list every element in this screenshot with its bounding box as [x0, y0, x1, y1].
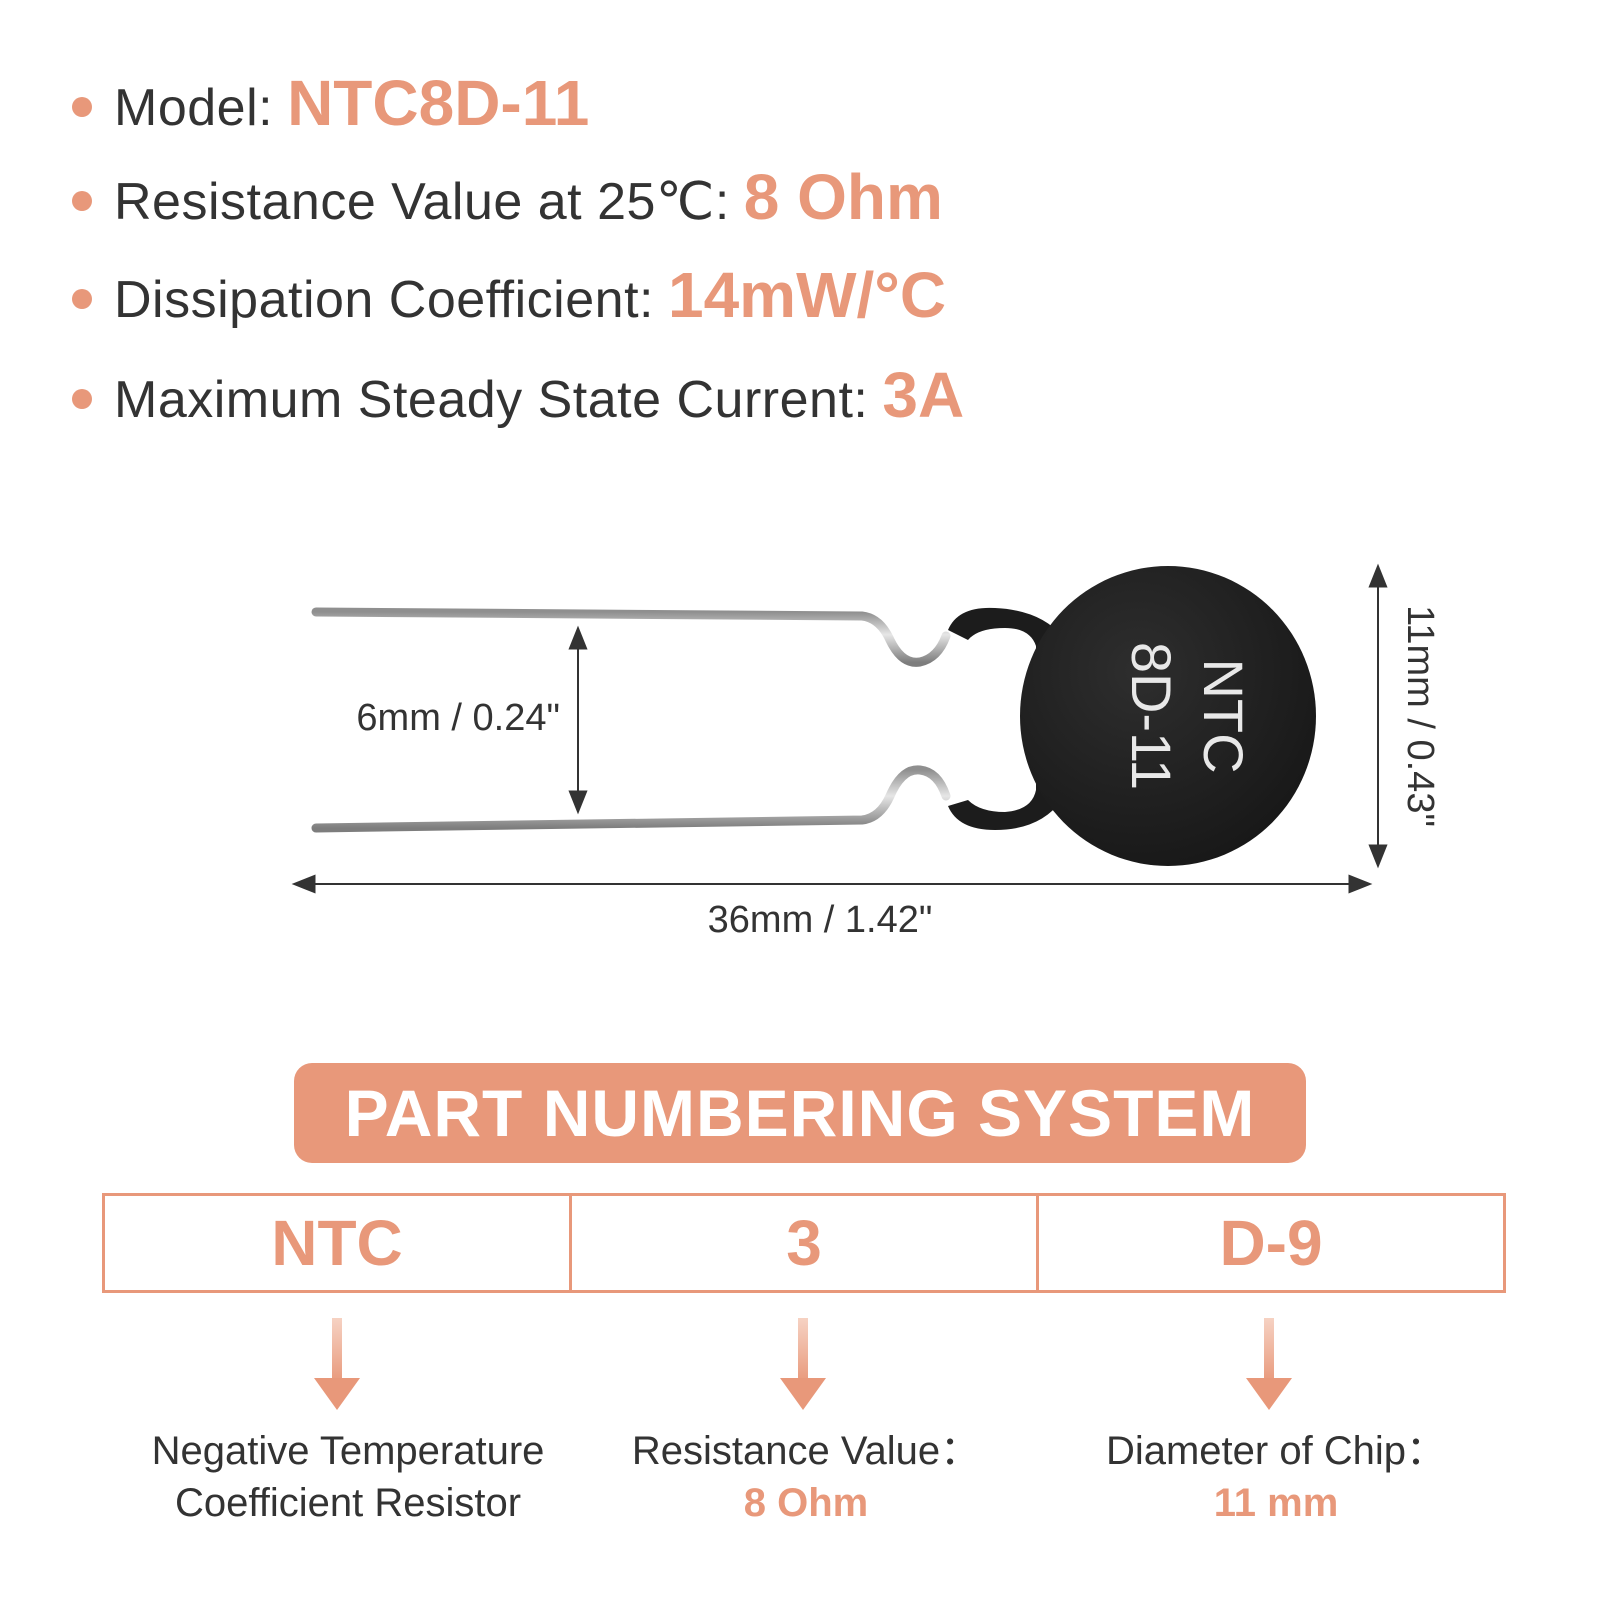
spec-label: Resistance Value at 25℃: — [114, 173, 730, 231]
down-arrow-icon — [314, 1318, 360, 1410]
lower-lead — [311, 765, 951, 833]
diameter-label: 11mm / 0.43" — [1399, 605, 1441, 827]
desc-resistance: Resistance Value： 8 Ohm — [566, 1425, 1046, 1529]
spec-row-current: Maximum Steady State Current: 3A — [72, 358, 964, 432]
length-label: 36mm / 1.42" — [708, 899, 933, 941]
spec-row-dissipation: Dissipation Coefficient: 14mW/°C — [72, 258, 946, 332]
chip-marking-ntc: NTC — [1192, 658, 1255, 773]
down-arrow-icon — [1246, 1318, 1292, 1410]
part-code-resistance: 3 — [569, 1196, 1036, 1290]
spec-value: NTC8D-11 — [287, 67, 590, 139]
desc-value: 11 mm — [1213, 1481, 1339, 1525]
lead-spacing-label: 6mm / 0.24" — [356, 697, 560, 739]
spec-value: 3A — [882, 359, 965, 431]
bullet-dot — [72, 389, 92, 409]
bullet-dot — [72, 191, 92, 211]
thermistor-chip — [1020, 566, 1316, 866]
desc-line: Resistance Value： — [631, 1429, 981, 1473]
spec-row-resistance: Resistance Value at 25℃: 8 Ohm — [72, 160, 943, 234]
desc-diameter: Diameter of Chip： 11 mm — [1036, 1425, 1516, 1529]
spec-label: Model: — [114, 79, 274, 137]
chip-marking-model: 8D-11 — [1120, 642, 1183, 790]
part-code-diameter: D-9 — [1036, 1196, 1503, 1290]
thermistor-diagram: NTC 8D-11 6mm / 0.24" 36mm / 1.42" 11mm … — [291, 563, 1441, 941]
part-code-ntc: NTC — [271, 1207, 403, 1279]
down-arrow-icon — [780, 1318, 826, 1410]
part-numbering-banner: PART NUMBERING SYSTEM — [294, 1063, 1306, 1163]
banner-title: PART NUMBERING SYSTEM — [344, 1076, 1256, 1150]
spec-value: 8 Ohm — [743, 161, 943, 233]
upper-lead — [311, 607, 951, 667]
desc-line: Coefficient Resistor — [174, 1481, 522, 1525]
part-code-table: NTC 3 D-9 — [102, 1193, 1506, 1293]
bullet-dot — [72, 289, 92, 309]
desc-ntc: Negative Temperature Coefficient Resisto… — [108, 1425, 588, 1529]
spec-label: Dissipation Coefficient: — [114, 271, 654, 329]
desc-line: Negative Temperature — [151, 1429, 545, 1473]
spec-label: Maximum Steady State Current: — [114, 371, 869, 429]
bullet-dot — [72, 97, 92, 117]
spec-value: 14mW/°C — [667, 259, 947, 331]
spec-row-model: Model: NTC8D-11 — [72, 66, 589, 140]
desc-value: 8 Ohm — [743, 1481, 869, 1525]
desc-line: Diameter of Chip： — [1105, 1429, 1447, 1473]
